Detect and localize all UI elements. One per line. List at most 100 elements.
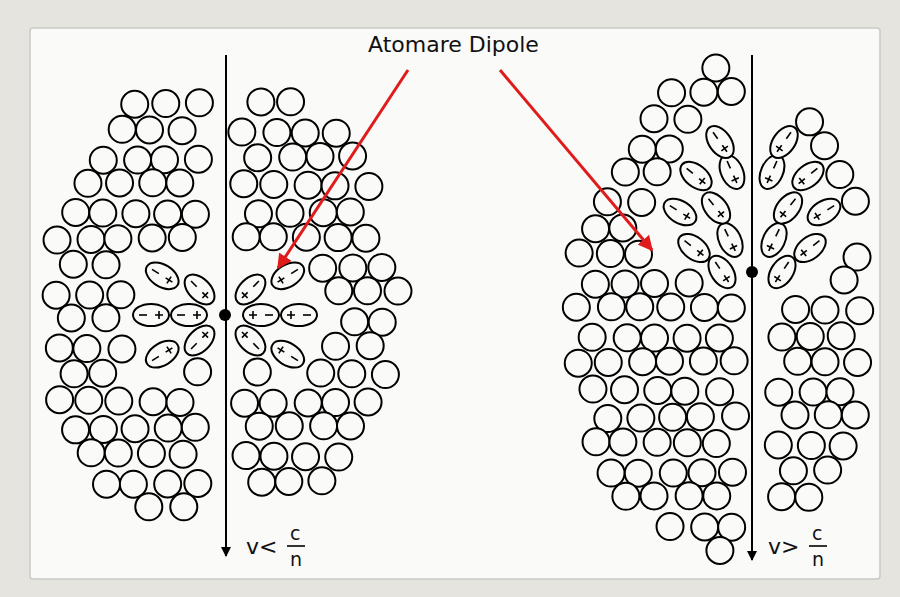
atom-circle	[295, 172, 322, 199]
atom-circle	[186, 89, 213, 116]
plus-sign	[728, 242, 739, 253]
atom-circle	[842, 188, 869, 215]
atom-circle	[795, 484, 822, 511]
plus-sign	[239, 290, 250, 301]
atom-circle	[768, 324, 795, 351]
minus-sign	[811, 168, 817, 173]
atom-circle	[93, 251, 120, 278]
atom-circle	[597, 240, 624, 267]
plus-sign	[697, 175, 708, 186]
atom-circle	[722, 402, 749, 429]
plus-sign	[287, 311, 295, 319]
dipole-outline	[171, 304, 207, 326]
plus-sign	[239, 329, 250, 340]
atom-circle	[58, 304, 85, 331]
atom-circle	[784, 348, 811, 375]
atom-circle	[46, 386, 73, 413]
atom-circle	[184, 358, 211, 385]
plus-sign	[193, 311, 201, 319]
plus-sign	[695, 247, 706, 258]
plus-sign	[200, 290, 211, 301]
atom-circle	[844, 349, 871, 376]
plus-sign	[275, 275, 286, 286]
minus-sign	[725, 229, 729, 236]
atom-circle	[89, 360, 116, 387]
plus-sign	[164, 344, 175, 355]
atom-circle	[307, 360, 334, 387]
atom-circle	[322, 333, 349, 360]
dipole-outline	[768, 187, 808, 229]
atom-circle	[104, 225, 131, 252]
atom-circle	[811, 132, 838, 159]
plus-sign	[155, 311, 163, 319]
atom-circle	[337, 198, 364, 225]
atom-circle	[721, 347, 748, 374]
atom-circle	[656, 348, 683, 375]
dipole-outline	[701, 121, 740, 163]
atom-circle	[325, 277, 352, 304]
atomic-dipole	[267, 335, 309, 373]
atom-circle	[582, 215, 609, 242]
panel	[30, 28, 880, 579]
atom-circle	[718, 295, 745, 322]
minus-sign	[303, 314, 311, 316]
atomic-dipole	[673, 228, 715, 267]
minus-sign	[152, 269, 159, 273]
minus-sign	[709, 199, 714, 205]
atom-circle	[614, 324, 641, 351]
atom-circle	[579, 324, 606, 351]
atom-circle	[263, 119, 290, 146]
atom-circle	[138, 440, 165, 467]
atomic-dipole	[696, 187, 736, 229]
atom-circle	[233, 442, 260, 469]
atomic-dipole	[141, 257, 183, 295]
atom-circle	[644, 429, 671, 456]
atom-circle	[275, 468, 302, 495]
atom-circle	[152, 90, 179, 117]
minus-sign	[727, 161, 730, 168]
atom-circle	[248, 469, 275, 496]
atomic-dipole	[243, 304, 279, 326]
dipole-outline	[675, 156, 717, 196]
atomic-dipole	[803, 193, 845, 231]
leader-arrow	[500, 70, 652, 250]
atom-circle	[309, 255, 336, 282]
dipole-outline	[230, 269, 271, 310]
atomic-dipole	[768, 187, 808, 229]
particle-track	[225, 55, 227, 556]
atom-circle	[706, 537, 733, 564]
atomic-dipole	[281, 304, 317, 326]
plus-sign	[812, 211, 823, 222]
minus-sign	[784, 262, 788, 269]
atomic-dipole	[179, 269, 220, 310]
atom-circle	[44, 227, 71, 254]
dipole-outline	[659, 193, 701, 231]
atomic-dipole	[230, 320, 271, 361]
atom-circle	[76, 282, 103, 309]
atom-circle	[92, 304, 119, 331]
plus-sign	[772, 273, 783, 284]
velocity-label: v<	[246, 536, 277, 558]
atom-circle	[612, 159, 639, 186]
plus-sign	[249, 311, 257, 319]
dipole-outline	[179, 320, 220, 361]
atom-circle	[657, 513, 684, 540]
atom-circle	[768, 483, 795, 510]
atom-circle	[105, 440, 132, 467]
minus-sign	[139, 314, 147, 316]
atom-circle	[108, 335, 135, 362]
atom-circle	[93, 471, 120, 498]
dipole-outline	[133, 304, 169, 326]
atom-circle	[308, 467, 335, 494]
atom-circle	[233, 223, 260, 250]
atom-circle	[627, 405, 654, 432]
atom-circle	[641, 270, 668, 297]
atom-circle	[139, 169, 166, 196]
atom-circle	[247, 88, 274, 115]
atom-circle	[260, 171, 287, 198]
dipole-outline	[179, 269, 220, 310]
atom-circle	[357, 332, 384, 359]
atom-circle	[566, 240, 593, 267]
